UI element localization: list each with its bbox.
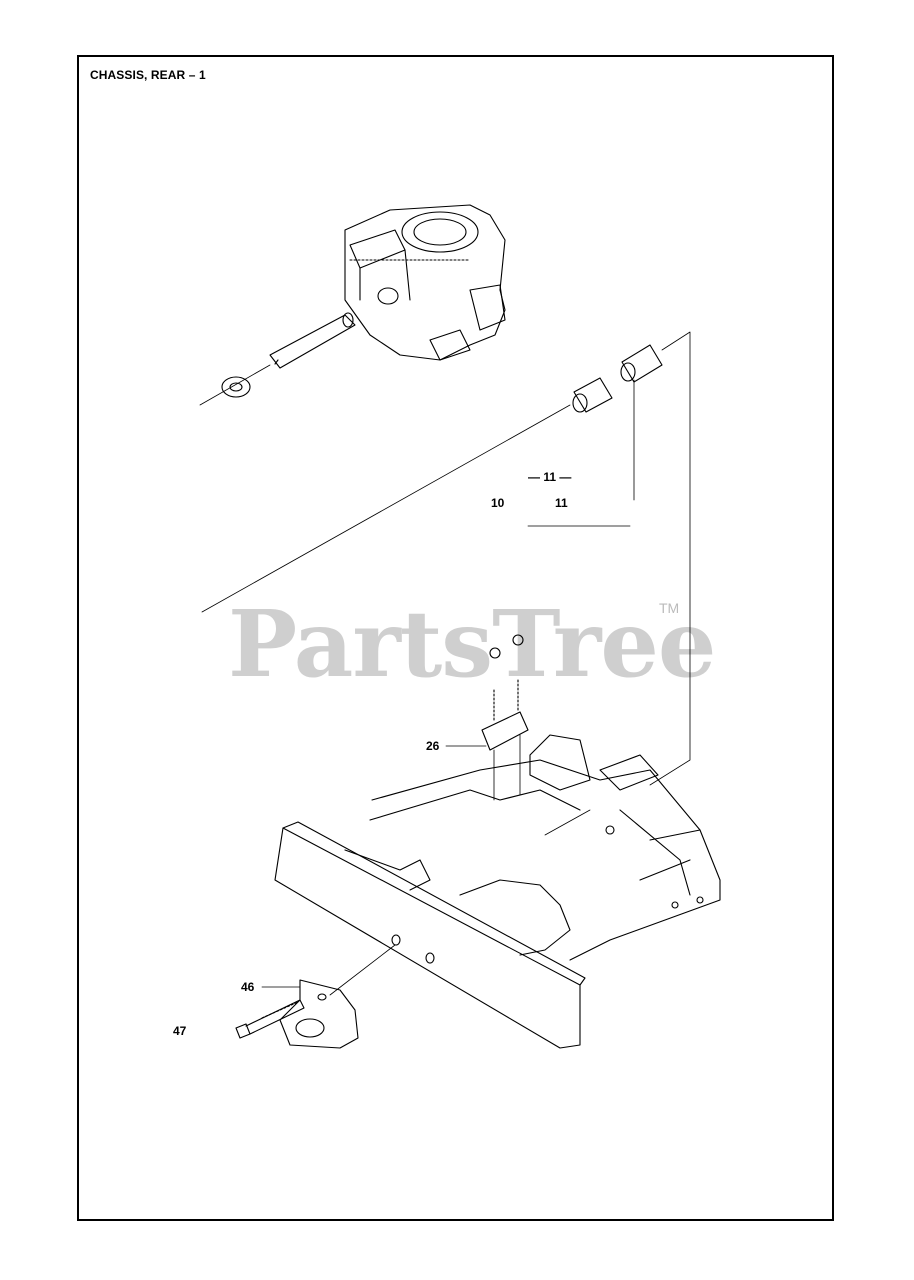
tow-bracket-46	[261, 944, 396, 1049]
callout-46: 46	[241, 980, 255, 994]
bracket-26	[445, 634, 529, 801]
bushings	[572, 344, 663, 501]
leader-line-right	[649, 331, 691, 786]
axle-shaft	[199, 312, 356, 406]
callout-11-top: — 11 —	[528, 470, 572, 484]
leader-line-left	[201, 404, 571, 613]
callout-26: 26	[426, 739, 440, 753]
trademark-symbol: TM	[659, 600, 680, 616]
chassis-frame	[274, 734, 721, 1049]
transmission-housing	[344, 204, 506, 361]
callout-10: 10	[491, 496, 505, 510]
bolt-47	[235, 999, 305, 1039]
partstree-watermark: PartsTree	[228, 590, 716, 698]
callout-47: 47	[173, 1024, 187, 1038]
diagram-title: CHASSIS, REAR – 1	[90, 68, 206, 82]
callout-11: 11	[555, 496, 568, 510]
diagram-frame	[77, 55, 834, 1221]
